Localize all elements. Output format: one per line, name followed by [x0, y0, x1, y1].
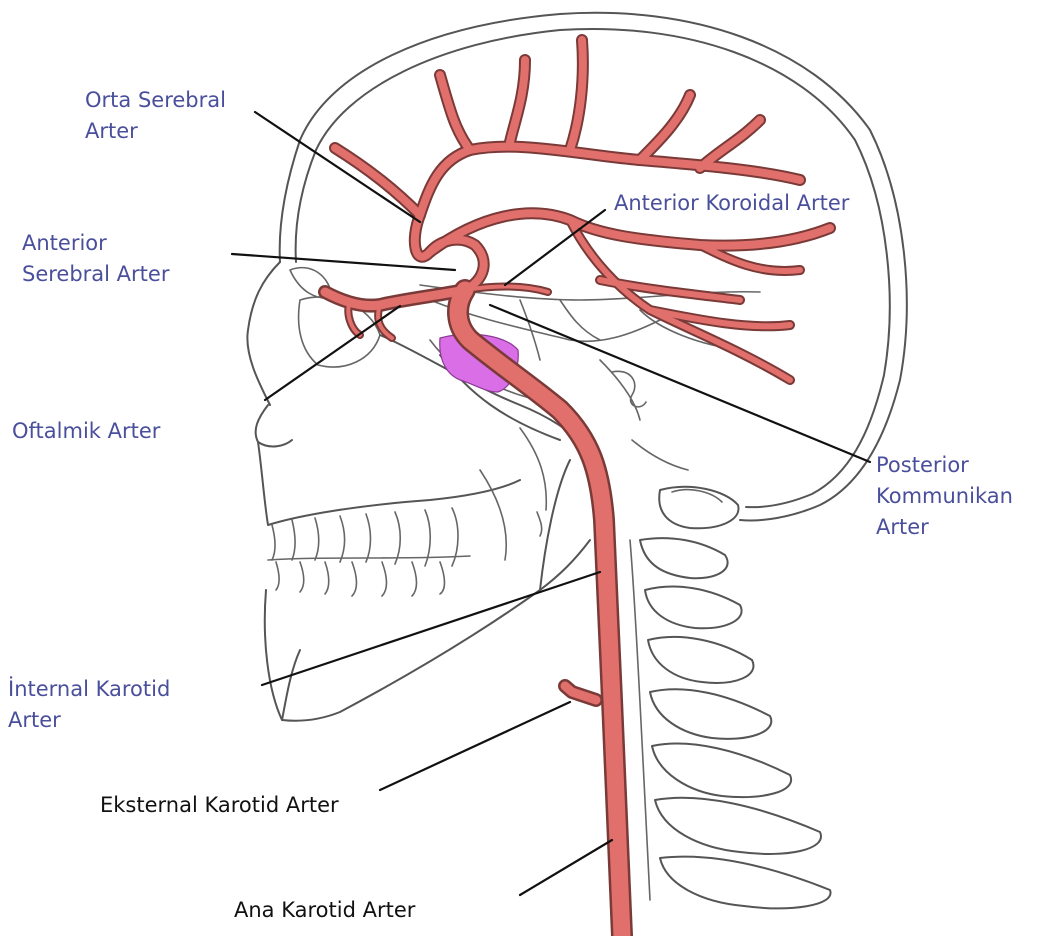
- label-anterior-koroidal-arter: Anterior Koroidal Arter: [614, 188, 849, 219]
- label-anterior-serebral-arter: Anterior Serebral Arter: [22, 228, 169, 290]
- artery-network: [325, 40, 830, 936]
- label-posterior-kommunikan-arter: Posterior Kommunikan Arter: [876, 450, 1013, 543]
- leader-ana-karotid: [520, 840, 612, 895]
- label-line: Orta Serebral: [85, 85, 226, 116]
- label-line: İnternal Karotid: [8, 674, 170, 705]
- leader-orta-serebral: [255, 112, 420, 222]
- label-internal-karotid-arter: İnternal Karotid Arter: [8, 674, 170, 736]
- leader-eksternal-karotid: [380, 702, 570, 790]
- label-line: Ana Karotid Arter: [234, 895, 415, 926]
- leader-oftalmik: [265, 306, 400, 400]
- label-oftalmik-arter: Oftalmik Arter: [12, 416, 160, 447]
- label-line: Serebral Arter: [22, 259, 169, 290]
- label-line: Posterior: [876, 450, 1013, 481]
- label-line: Anterior Koroidal Arter: [614, 188, 849, 219]
- label-line: Eksternal Karotid Arter: [100, 790, 339, 821]
- label-orta-serebral-arter: Orta Serebral Arter: [85, 85, 226, 147]
- label-line: Anterior: [22, 228, 169, 259]
- label-ana-karotid-arter: Ana Karotid Arter: [234, 895, 415, 926]
- label-line: Arter: [85, 116, 226, 147]
- label-line: Arter: [8, 705, 170, 736]
- label-line: Kommunikan: [876, 481, 1013, 512]
- label-eksternal-karotid-arter: Eksternal Karotid Arter: [100, 790, 339, 821]
- leader-lines: [232, 112, 870, 895]
- label-line: Arter: [876, 512, 1013, 543]
- label-line: Oftalmik Arter: [12, 416, 160, 447]
- leader-internal-karotid: [262, 572, 600, 685]
